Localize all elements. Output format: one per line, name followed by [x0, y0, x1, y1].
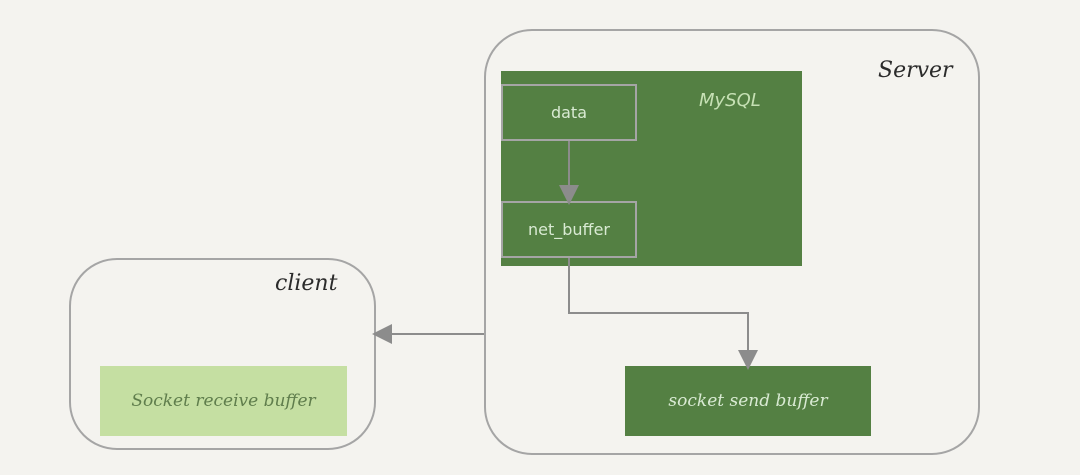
socket-receive-buffer-node: Socket receive buffer — [100, 366, 347, 436]
client-frame — [69, 258, 376, 450]
client-label: client — [275, 271, 338, 296]
net-buffer-node: net_buffer — [501, 201, 637, 258]
socket-send-buffer-node: socket send buffer — [625, 366, 871, 436]
server-label: Server — [878, 58, 953, 83]
mysql-label: MySQL — [699, 90, 761, 111]
server-frame — [484, 29, 980, 455]
data-node: data — [501, 84, 637, 141]
